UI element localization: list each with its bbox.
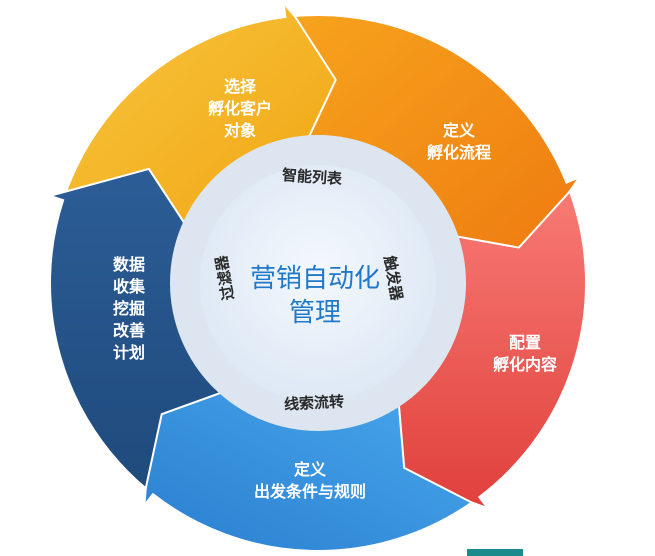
- segment-label-config: 配置 孵化内容: [470, 332, 580, 376]
- center-title-line1: 营销自动化: [249, 264, 380, 294]
- segment-label-line: 孵化内容: [492, 355, 557, 374]
- segment-label-define-flow: 定义 孵化流程: [404, 120, 514, 164]
- segment-label-line: 定义: [293, 460, 326, 479]
- segment-label-line: 出发条件与规则: [253, 482, 366, 501]
- segment-label-line: 孵化客户: [207, 99, 272, 118]
- segment-label-line: 挖掘: [112, 299, 145, 318]
- decorative-bar: [467, 549, 523, 556]
- ring-label-top: 智能列表: [281, 165, 343, 189]
- segment-label-line: 选择: [223, 77, 256, 96]
- segment-label-select: 选择 孵化客户 对象: [190, 76, 290, 142]
- segment-label-line: 配置: [508, 333, 541, 352]
- segment-label-line: 定义: [442, 121, 475, 140]
- segment-label-data: 数据 收集 挖掘 改善 计划: [104, 254, 154, 364]
- center-disc: [200, 165, 436, 401]
- segment-label-line: 对象: [223, 121, 256, 140]
- ring-label-bottom: 线索流转: [283, 392, 345, 414]
- center-title-line2: 管理: [288, 298, 341, 328]
- center-title: 营销自动化 管理: [215, 262, 415, 330]
- segment-label-line: 收集: [112, 277, 145, 296]
- segment-label-line: 孵化流程: [426, 143, 491, 162]
- segment-label-line: 数据: [112, 255, 145, 274]
- segment-label-conditions: 定义 出发条件与规则: [230, 459, 390, 503]
- segment-label-line: 计划: [112, 343, 145, 362]
- segment-label-line: 改善: [112, 321, 145, 340]
